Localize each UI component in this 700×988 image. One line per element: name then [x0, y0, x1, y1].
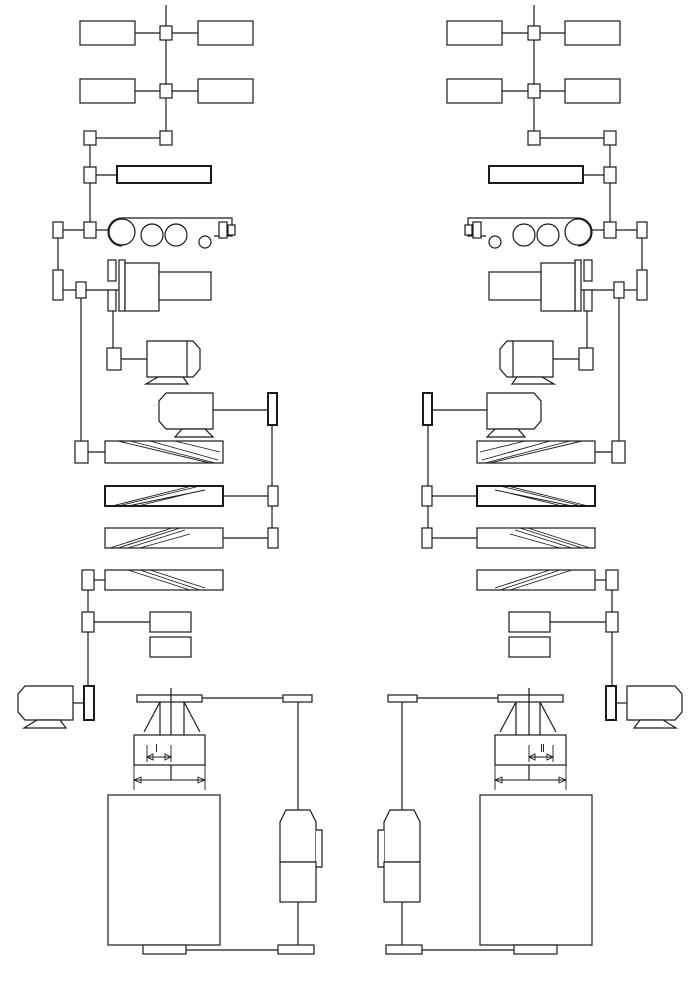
bearing-box — [52, 269, 64, 301]
top-plate — [282, 694, 313, 703]
motor-base — [143, 376, 190, 385]
bearing-box — [83, 221, 97, 239]
bearing-box — [74, 440, 89, 464]
pulley — [83, 685, 95, 721]
belt-roller — [108, 218, 136, 246]
roller-block — [197, 78, 254, 104]
motor-base — [173, 428, 215, 438]
bearing-box — [159, 83, 173, 99]
belt-roller — [198, 235, 212, 249]
motor-icon — [17, 685, 74, 721]
motor-base — [21, 719, 68, 729]
actuator — [279, 809, 317, 863]
actuator-body — [279, 861, 317, 903]
bearing-box — [83, 130, 97, 146]
head-block — [133, 734, 206, 766]
belt-roller — [164, 223, 188, 247]
bearing-box — [81, 569, 95, 591]
small-block — [149, 611, 192, 633]
gap-label: l — [155, 742, 158, 755]
clutch — [107, 259, 117, 282]
bearing-box — [75, 281, 87, 299]
gap-label: l — [540, 742, 543, 755]
pulley — [267, 392, 278, 426]
roller-block — [79, 78, 136, 104]
left-unit: l — [17, 5, 323, 955]
roller-block — [79, 20, 136, 46]
bearing-box — [267, 527, 279, 549]
bottom-plate — [277, 944, 315, 955]
actuator-port — [316, 829, 323, 868]
screw-roll — [104, 569, 224, 591]
bearing-box — [159, 130, 173, 146]
right-unit — [377, 4, 683, 955]
bearing-box — [267, 485, 279, 507]
bearing-box — [81, 611, 95, 633]
bearing-box — [52, 221, 64, 239]
clutch — [107, 289, 117, 312]
bearing-box — [83, 166, 97, 184]
motor-icon — [146, 340, 201, 378]
gearbox-shaft — [158, 271, 212, 301]
tank-foot — [142, 944, 187, 955]
tank — [107, 794, 221, 946]
roller-block — [197, 20, 254, 46]
bearing-box — [218, 221, 228, 239]
top-plate — [136, 694, 203, 703]
small-block — [149, 636, 192, 658]
cylinder-roll — [116, 165, 212, 184]
bracket — [143, 701, 201, 735]
bearing-box — [106, 347, 122, 371]
belt-roller — [140, 223, 164, 247]
clutch — [118, 259, 126, 312]
bearing-box — [159, 25, 173, 41]
bearing-box — [227, 224, 236, 236]
gearbox — [124, 262, 160, 312]
motor-icon — [158, 392, 214, 430]
